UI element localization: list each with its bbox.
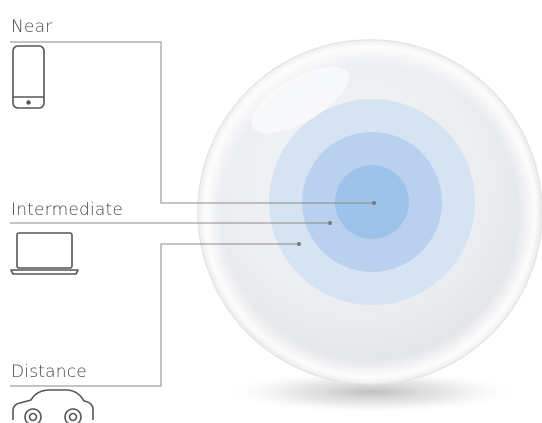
near-zone-center [335, 165, 409, 239]
intermediate-leader-dot [328, 221, 332, 225]
laptop-icon [11, 233, 78, 274]
near-label: Near [11, 17, 52, 37]
smartphone-icon [13, 46, 44, 108]
near-leader-dot [372, 201, 376, 205]
intermediate-label: Intermediate [11, 200, 123, 220]
distance-leader-dot [297, 242, 301, 246]
distance-label: Distance [11, 362, 87, 382]
car-icon [13, 390, 93, 423]
